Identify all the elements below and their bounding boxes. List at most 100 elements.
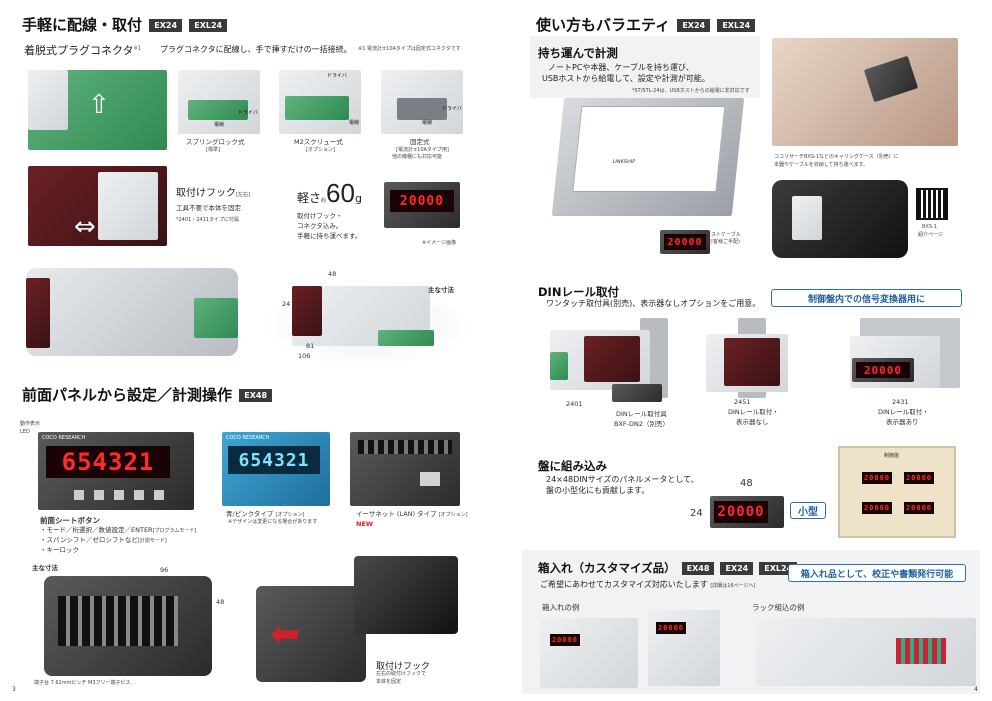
- rear-terminals-image: [58, 596, 178, 646]
- case-desc1: ココリサーチBXS-1などのキャリングケース（別売）に: [774, 154, 899, 160]
- sheet-item-1: ・モード／桁選択／数値設定／ENTER[プログラムモード]: [40, 526, 197, 534]
- hook2-desc2: 本体を固定: [376, 679, 402, 685]
- din-2401-image: [550, 330, 650, 390]
- front-buttons[interactable]: [74, 490, 174, 500]
- connector-photo: ⇧: [28, 70, 167, 150]
- dim-81: 81: [306, 342, 315, 350]
- din-2451-image: [706, 334, 788, 392]
- tag-ex24: EX24: [149, 19, 183, 32]
- lan-type-panel: [350, 432, 460, 506]
- ex48-display: 654321: [46, 446, 170, 478]
- hook2-title: 取付けフック: [376, 662, 431, 672]
- cp-meter-2: 20000: [904, 472, 934, 484]
- panel-meter-display: 20000: [714, 501, 768, 523]
- carry-note: *ST/STL-24は、USBホストからの給電に非対応です: [632, 88, 750, 94]
- dim-48: 48: [328, 270, 337, 278]
- din-desc: ワンタッチ取付具(別売)、表示器なしオプションをご用意。: [546, 299, 761, 308]
- dim-title: 主な寸法: [428, 286, 454, 294]
- sheet-item-3: ・キーロック: [40, 546, 79, 554]
- m2-wire-label: 電線: [349, 120, 360, 126]
- din-2451-body: [724, 338, 780, 386]
- lan-new-badge: NEW: [356, 520, 374, 528]
- hook-title: 取付けフック[左右]: [176, 188, 250, 199]
- led-label2: LED: [20, 429, 30, 435]
- ex48-front-panel: COCO RESEARCH 654321: [38, 432, 194, 510]
- qr-label1: BXS-1: [922, 224, 938, 230]
- plug-note: ※1 電流計±10Aタイプは固定式コネクタです: [358, 46, 461, 52]
- qr-code[interactable]: [916, 188, 948, 220]
- small-callout: 小型: [790, 502, 826, 519]
- blue-type-panel: COCO RESEARCH 654321: [222, 432, 330, 506]
- hook2-desc1: 左右の取付けフックで: [376, 671, 427, 677]
- hook-bracket-black-image: [354, 556, 458, 634]
- plug-title: 着脱式プラグコネクタ※1: [24, 44, 141, 57]
- lan-terminals-image: [358, 440, 452, 454]
- carry-desc2: USBホストから給電して、設定や計測が可能。: [542, 74, 710, 83]
- fixed-type-image: [381, 70, 463, 134]
- dim-24: 24: [282, 300, 291, 308]
- blue-display: 654321: [228, 446, 320, 474]
- tag-b-ex48: EX48: [681, 562, 715, 575]
- din-2401-label: 2401: [566, 400, 583, 408]
- laptop-screen: LINKSHIP: [572, 106, 726, 192]
- device-large-image: [26, 268, 238, 356]
- brand-label-blue: COCO RESEARCH: [226, 435, 270, 441]
- cp-meter-3: 20000: [862, 502, 892, 514]
- spring-driver-label: ドライバ: [238, 110, 258, 116]
- page-number-left: 3: [12, 686, 16, 693]
- plug-desc: プラグコネクタに配線し、手で挿すだけの一括接続。: [160, 45, 352, 54]
- spring-wire-label: 電線: [214, 122, 225, 128]
- lan-label: イーサネット (LAN) タイプ [オプション]: [356, 510, 468, 518]
- din-2431-desc1: DINレール取付・: [878, 408, 929, 416]
- right-title: 使い方もバラエティ EX24 EXL24: [536, 14, 756, 35]
- panel-dim-24: 24: [690, 508, 703, 519]
- led-label1: 動作表示: [20, 421, 41, 427]
- blue-label: 青/ピンクタイプ [オプション]: [226, 510, 305, 518]
- ex48-side-image: ⬅: [256, 586, 366, 682]
- control-panel-image: 制御盤 20000 20000 20000 20000: [838, 446, 956, 538]
- hook-bracket-image: [98, 172, 158, 240]
- pocket-photo: [772, 38, 958, 146]
- cable-label1: テストケーブル: [706, 232, 741, 238]
- terminal-note: 端子台 7.62mmピッチ M3フリー端子ビス: [34, 680, 131, 686]
- rack-example-image: [756, 618, 976, 686]
- rack-example-label: ラック組込の例: [752, 603, 805, 612]
- tag-ex48: EX48: [239, 389, 273, 402]
- spring-label: スプリングロック式: [186, 138, 245, 146]
- dim2-96: 96: [160, 566, 169, 574]
- fixed-driver-label: ドライバ: [442, 106, 462, 112]
- panel-desc1: 24×48DINサイズのパネルメータとして、: [546, 475, 699, 484]
- hook-desc: 工具不要で本体を固定: [176, 204, 241, 212]
- green-terminal-image: [188, 100, 248, 120]
- connector-large-image: [194, 298, 238, 338]
- panel-dim-48: 48: [740, 478, 753, 489]
- din-callout: 制御盤内での信号変換器用に: [771, 289, 962, 307]
- green-terminal-image: [285, 96, 349, 120]
- din-2451-label: 2451: [734, 398, 751, 406]
- fixed-sub1: [電流計±10Aタイプ用]: [396, 147, 449, 153]
- bracket-label1: DINレール取付具: [616, 410, 667, 418]
- carry-band: [530, 36, 760, 98]
- hook-note: *2401・2411タイプに付属: [176, 217, 239, 223]
- brand-label: COCO RESEARCH: [42, 435, 86, 441]
- bracket-label2: BXF-DN2（別売）: [614, 420, 669, 428]
- panel-meter-image: 20000: [710, 496, 784, 528]
- box-callout: 箱入れ品として、校正や書類発行可能: [788, 564, 966, 582]
- box-example-1: 20000: [540, 618, 638, 688]
- cp-meter-1: 20000: [862, 472, 892, 484]
- tag-exl24: EXL24: [189, 19, 228, 32]
- front-panel-image: [26, 278, 50, 348]
- box2-meter: 20000: [656, 622, 686, 634]
- spring-sub: [標準]: [206, 147, 220, 153]
- dimension-connector-image: [378, 330, 434, 346]
- carry-meter-image: 20000: [660, 230, 710, 254]
- carry-title: 持ち運んで計測: [538, 46, 618, 60]
- panel-desc2: 盤の小型化にも貢献します。: [546, 486, 650, 495]
- hook-photo: ⇔: [28, 166, 167, 246]
- sec2-title: 前面パネルから設定／計測操作 EX48: [22, 384, 273, 405]
- fixed-terminal-image: [397, 98, 447, 120]
- weight-desc1: 取付けフック・: [297, 212, 343, 220]
- carry-meter-display: 20000: [664, 234, 706, 250]
- double-arrow-icon: ⇔: [74, 212, 96, 242]
- din-2431-label: 2431: [892, 398, 909, 406]
